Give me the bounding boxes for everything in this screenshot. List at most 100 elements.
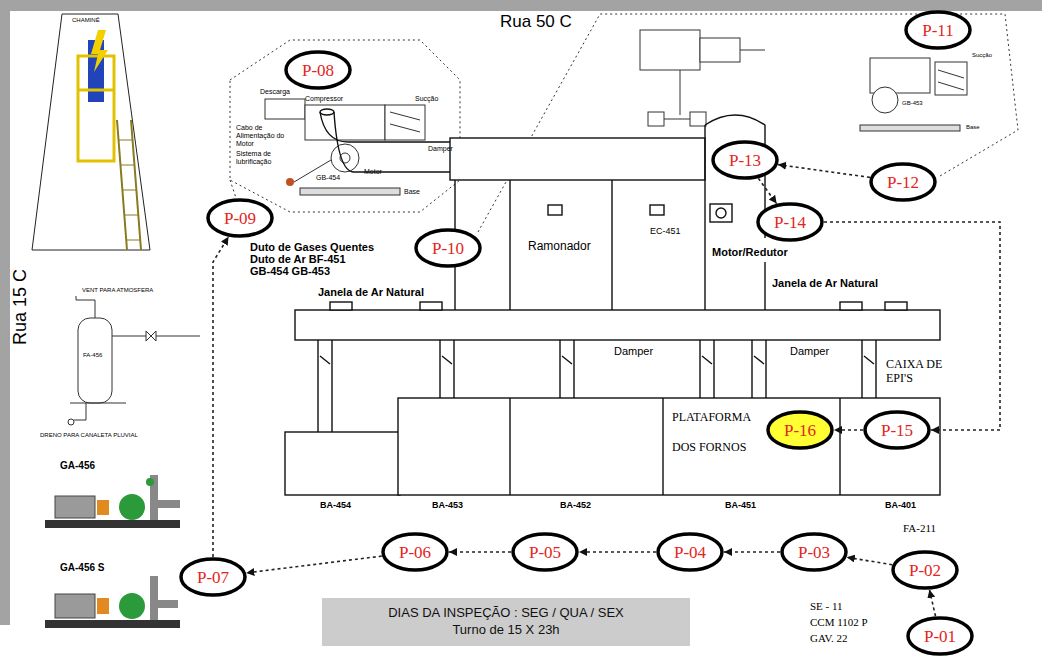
circle-shape xyxy=(908,618,972,654)
callout-number: P-14 xyxy=(774,214,806,231)
chimney xyxy=(32,14,150,250)
drawing-part xyxy=(740,50,765,51)
drawing-part xyxy=(97,500,109,515)
part-label: GB-453 xyxy=(902,100,923,107)
drawing-part xyxy=(158,500,180,508)
drawing-part xyxy=(45,520,180,528)
area-label: FA-211 xyxy=(903,522,936,535)
drawing-part xyxy=(230,40,460,212)
drawing-part xyxy=(510,398,840,495)
route-arrow xyxy=(579,551,656,553)
drawing-part xyxy=(55,496,95,518)
callout-number: P-04 xyxy=(674,544,706,561)
fan-callout-gb-454 xyxy=(230,40,460,212)
area-label: CAIXA DE EPI'S xyxy=(886,358,948,386)
circle-shape xyxy=(906,12,970,48)
drawing-part xyxy=(300,188,400,195)
drawing-part xyxy=(119,494,145,520)
drawing-part xyxy=(91,30,108,72)
drawing-part xyxy=(548,205,562,215)
circle-shape xyxy=(208,200,272,236)
inspection-point: P-16 xyxy=(766,410,834,450)
area-label: GA-456 S xyxy=(60,562,104,574)
area-label: BA-401 xyxy=(885,500,916,510)
part-label: Sucção xyxy=(972,52,992,59)
furnace-ducts xyxy=(285,109,940,495)
route-arrow xyxy=(930,590,936,616)
callout-number: P-12 xyxy=(887,174,919,191)
callout-number: P-06 xyxy=(399,544,431,561)
part-label: Sucção xyxy=(415,95,438,103)
callout-number: P-16 xyxy=(784,422,816,439)
callout-number: P-08 xyxy=(302,62,334,79)
inspection-point: P-08 xyxy=(284,50,352,90)
schedule-text: Turno de 15 X 23h xyxy=(452,622,559,639)
inspection-point: P-05 xyxy=(511,532,579,572)
circle-shape xyxy=(758,204,822,240)
drawing-part xyxy=(78,56,114,161)
circle-shape xyxy=(383,534,447,570)
drawing-part xyxy=(560,340,574,398)
area-label: EC-451 xyxy=(650,226,681,236)
route-arrow xyxy=(213,237,229,557)
area-label: GB-454 GB-453 xyxy=(250,265,330,278)
drawing-part xyxy=(440,340,454,398)
drawing-part xyxy=(0,0,1042,11)
drawing-part xyxy=(131,120,141,250)
circle-shape xyxy=(768,412,832,448)
drawing-part xyxy=(120,165,134,166)
callout-number: P-13 xyxy=(729,152,761,169)
route-arrow xyxy=(824,222,1000,430)
drawing-part xyxy=(700,340,714,398)
street-name: Rua 15 C xyxy=(10,269,31,345)
part-label: GB-454 xyxy=(316,174,340,182)
drawing-part xyxy=(650,205,664,215)
circle-shape xyxy=(782,534,846,570)
drawing-part xyxy=(0,0,10,625)
drawing-part xyxy=(870,58,930,93)
part-label: Motor xyxy=(364,168,382,176)
callout-number: P-05 xyxy=(529,544,561,561)
callout-number: P-10 xyxy=(432,240,464,257)
drawing-part xyxy=(286,178,294,186)
area-label: Duto de Gases Quentes xyxy=(250,241,374,254)
drawing-part xyxy=(70,403,126,404)
drawing-part xyxy=(648,112,664,126)
area-label: GA-456 xyxy=(60,460,95,472)
drawing-part xyxy=(752,340,766,398)
drawing-part xyxy=(146,478,154,486)
drawing-part xyxy=(146,331,156,341)
route-arrow xyxy=(847,557,892,564)
drawing-part xyxy=(450,138,705,180)
circle-shape xyxy=(893,552,957,588)
part-label: Base xyxy=(966,124,980,131)
circle-shape xyxy=(416,230,480,266)
drawing-part xyxy=(330,302,352,310)
inspection-point: P-14 xyxy=(756,202,824,242)
drawing-part xyxy=(331,144,359,172)
drawing-part xyxy=(390,124,420,132)
drawing-part xyxy=(664,119,690,120)
drawing-part xyxy=(455,125,705,310)
part-label: Sistema de lubrificação xyxy=(236,150,284,166)
area-label: SE - 11 xyxy=(810,600,843,613)
part-label: VENT PARA ATMOSFERA xyxy=(82,287,153,294)
part-label: DRENO PARA CANALETA PLUVIAL xyxy=(40,432,138,439)
drawing-part xyxy=(78,318,112,403)
drawing-part xyxy=(126,240,140,241)
drum-vessel xyxy=(68,296,200,425)
callout-number: P-02 xyxy=(909,562,941,579)
area-label: Damper xyxy=(790,345,829,358)
circle-shape xyxy=(658,534,722,570)
drawing-part xyxy=(872,87,898,113)
route-arrow xyxy=(758,178,776,203)
drawing-part xyxy=(158,600,178,608)
part-label: Base xyxy=(404,188,420,196)
drawing-part xyxy=(398,398,940,495)
drawing-part xyxy=(295,310,940,340)
part-label: CHAMINÉ xyxy=(72,17,100,24)
schedule-panel: DIAS DA INSPEÇÃO : SEG / QUA / SEXTurno … xyxy=(322,598,690,646)
route-arrow xyxy=(449,551,511,553)
drawing-part xyxy=(78,89,114,92)
drawing-part xyxy=(320,109,334,115)
